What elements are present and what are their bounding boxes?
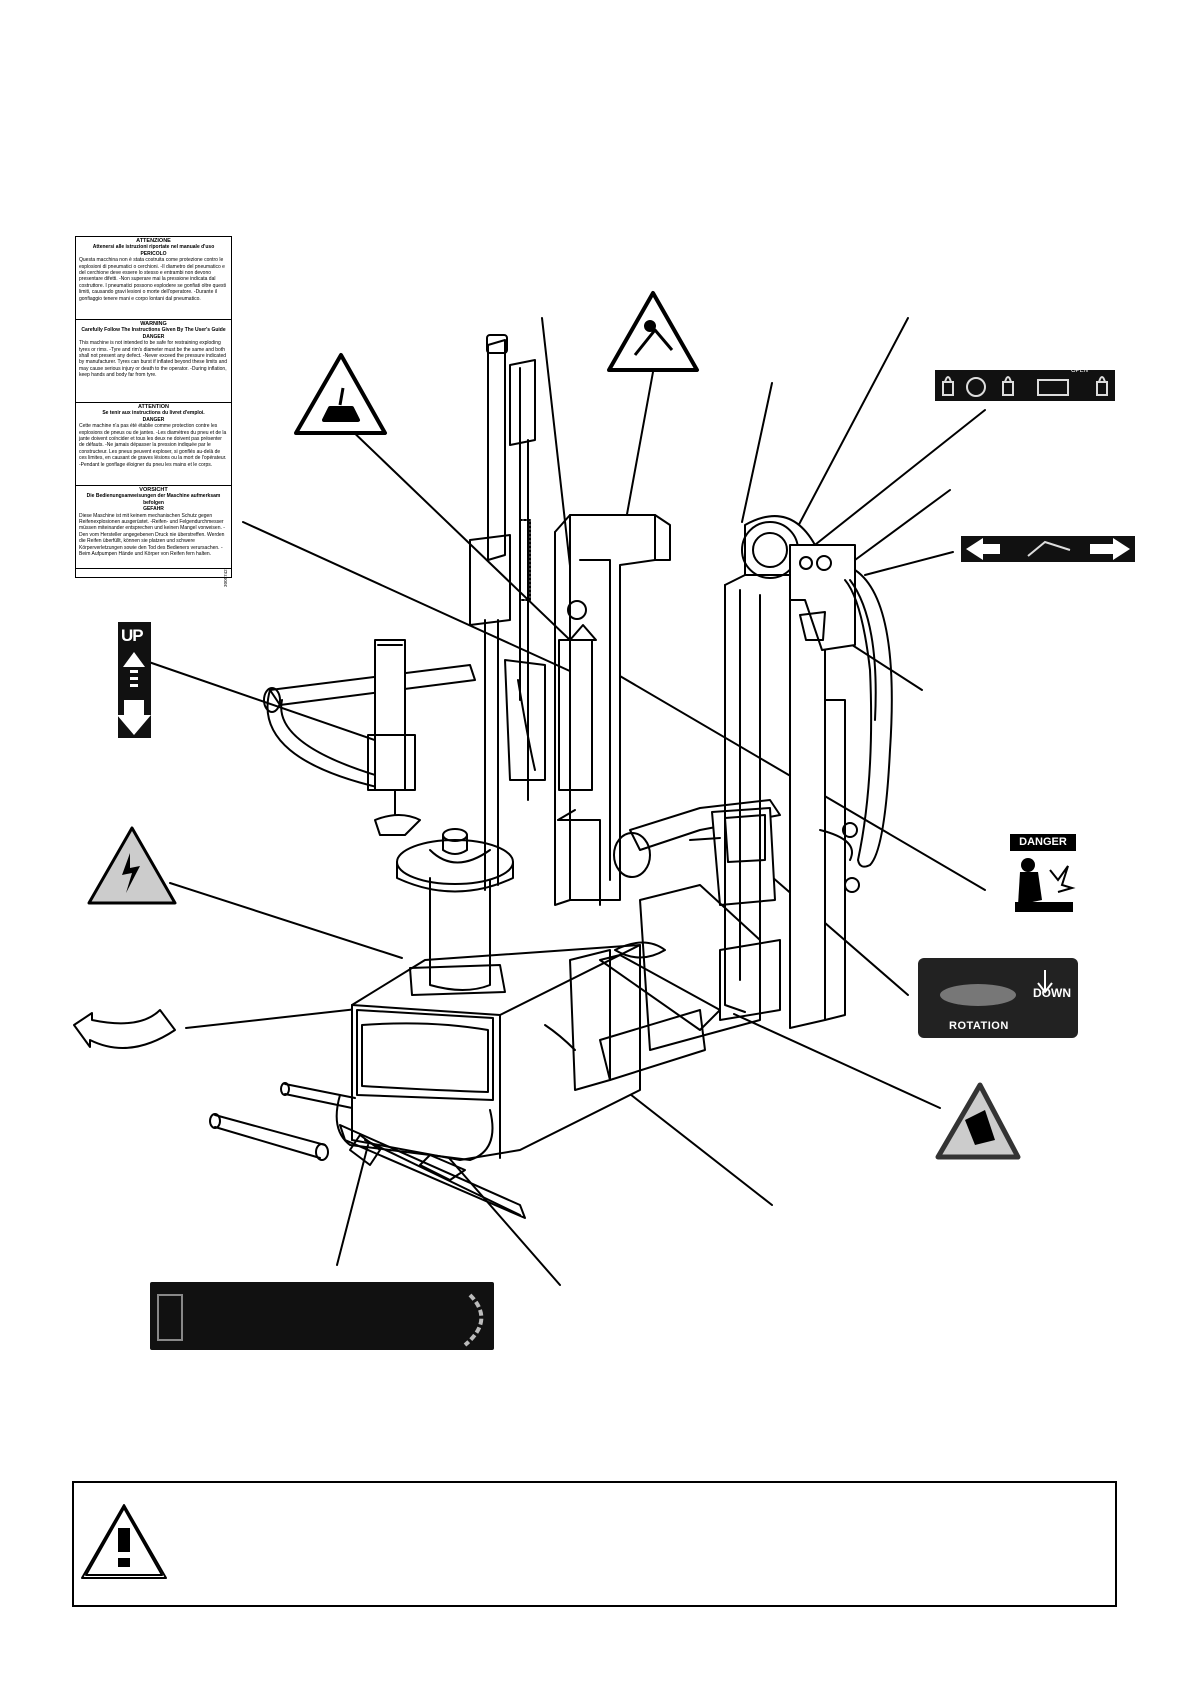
crush-hazard-icon — [935, 1082, 1021, 1160]
pedals — [209, 1082, 356, 1161]
up-label: UP — [121, 626, 144, 645]
label-heading: ATTENZIONE — [136, 238, 171, 244]
label-text: Cette machine n'a pas été établie comme … — [79, 423, 227, 468]
label-text: Questa macchina non è stata costruita co… — [79, 257, 227, 302]
safety-warning-label: ATTENZIONE Attenersi alle istruzioni rip… — [75, 236, 232, 587]
open-label: OPEN — [1071, 368, 1089, 374]
label-heading: WARNING — [140, 321, 167, 327]
swing-arm — [263, 639, 476, 836]
label-section-en: WARNING Carefully Follow The Instruction… — [76, 320, 231, 403]
label-subheading: PERICOLO — [140, 250, 167, 257]
down-label: DOWN — [1033, 986, 1071, 1000]
inflator-column — [724, 515, 893, 1029]
label-instruction: Se tenir aux instructions du livret d'em… — [102, 410, 205, 417]
label-instruction: Attenersi alle istruzioni riportate nel … — [92, 244, 215, 251]
notice-box — [72, 1481, 1117, 1607]
electric-hazard-icon — [87, 826, 177, 905]
label-instruction: Carefully Follow The Instructions Given … — [81, 327, 226, 334]
rotation-arrow-icon — [73, 1009, 176, 1049]
pinch-hazard-icon — [294, 353, 387, 435]
label-heading: VORSICHT — [139, 487, 168, 493]
attention-icon — [81, 1504, 167, 1579]
label-code: 3005742 — [223, 569, 229, 587]
rotation-label: ROTATION — [949, 1020, 1009, 1032]
label-subheading: DANGER — [142, 416, 165, 423]
pedal-decal — [150, 1282, 494, 1350]
label-text: Diese Maschine ist mit keinem mechanisch… — [79, 512, 225, 558]
arm-hazard-icon — [607, 291, 699, 372]
bead-lock-decal — [935, 370, 1115, 401]
danger-label: DANGER — [1010, 834, 1076, 851]
tyre-explosion-icon — [1010, 851, 1076, 915]
label-heading: ATTENTION — [137, 404, 170, 410]
mount-tower — [469, 334, 546, 891]
label-section-de: VORSICHT Die Bedienungsanweisungen der M… — [76, 486, 231, 569]
label-subheading: GEFAHR — [143, 506, 164, 513]
label-text: This machine is not intended to be safe … — [79, 340, 228, 379]
label-subheading: DANGER — [142, 333, 165, 340]
label-section-fr: ATTENTION Se tenir aux instructions du l… — [76, 403, 231, 486]
label-instruction: Die Bedienungsanweisungen der Maschine a… — [86, 493, 221, 506]
leader-lines — [142, 317, 986, 1286]
main-column — [554, 514, 671, 906]
label-section-it: ATTENZIONE Attenersi alle istruzioni rip… — [76, 237, 231, 320]
